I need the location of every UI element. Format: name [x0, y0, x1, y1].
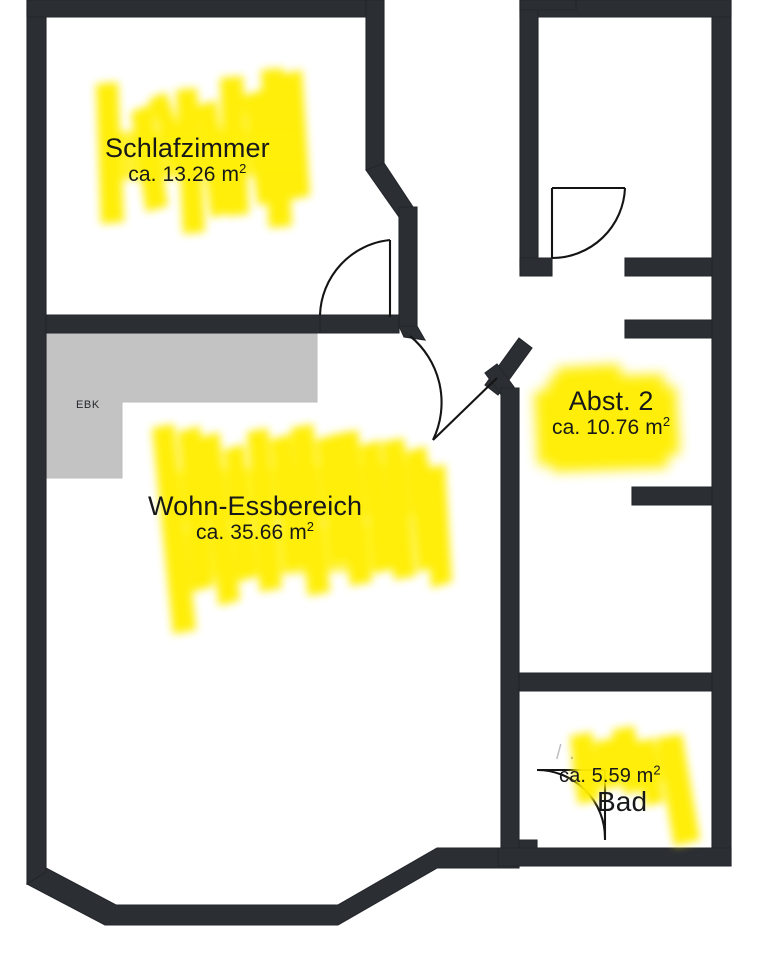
wall-topright-room-bottom	[624, 257, 713, 277]
wall-stub-right-upper	[624, 319, 713, 339]
wall-jamb-central-lower	[398, 325, 427, 341]
highlighter-abst2	[534, 364, 680, 472]
wall-jamb-topright-door	[519, 257, 553, 277]
wall-central-vertical	[398, 206, 418, 327]
wall-outer-right	[711, 0, 732, 867]
wall-topright-room-left	[519, 0, 539, 269]
wall-stub-right-middle	[631, 486, 713, 506]
door-leaf-wohnessbereich	[432, 377, 498, 441]
wall-outer-bottom-right	[497, 847, 732, 867]
wall-outer-left	[26, 0, 47, 885]
door-arc-schlafzimmer	[318, 238, 391, 316]
door-arc-wohnessbereich	[409, 335, 443, 441]
wall-outer-bottom	[25, 847, 520, 926]
highlighter-wohnessbereich	[152, 424, 452, 634]
highlighter-schlafzimmer	[96, 68, 310, 234]
wall-abst2-left	[500, 387, 520, 867]
wall-stub-schlafzimmer-door	[319, 314, 400, 334]
wall-notch-topright	[519, 0, 577, 11]
doors-group	[318, 186, 627, 840]
wall-kitchen-top	[45, 314, 321, 334]
door-arc-topright-room	[551, 187, 627, 260]
wall-bad-top	[518, 672, 713, 692]
wall-schlafzimmer-right-upper	[365, 0, 385, 171]
wall-outer-top-left	[26, 0, 367, 18]
highlighter-bad	[570, 726, 700, 846]
walls-group	[25, 0, 732, 926]
